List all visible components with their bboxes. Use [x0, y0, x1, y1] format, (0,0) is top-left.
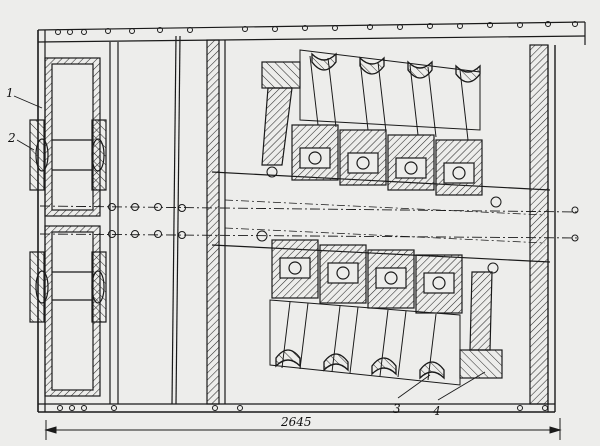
part-label-1: 1: [6, 86, 14, 100]
upper-rotor-arms: [299, 49, 481, 141]
lower-hanger: [459, 271, 503, 379]
top-rivets: [55, 21, 578, 35]
left-wheel-lower: [29, 225, 107, 397]
dimension-line: [44, 418, 562, 440]
part-label-4: 4: [433, 404, 441, 418]
left-wheel-upper: [29, 57, 107, 217]
part-label-2: 2: [8, 131, 16, 145]
lower-sockets: [275, 349, 445, 380]
overall-dimension-label: 2645: [281, 415, 312, 429]
bottom-rivets: [57, 405, 548, 411]
lower-bearing-row: [271, 239, 463, 314]
leader-lines: [13, 95, 486, 401]
outer-frame: [37, 21, 586, 413]
upper-bearing-row: [291, 124, 483, 196]
upper-sockets: [311, 52, 481, 83]
upper-hanger: [261, 61, 301, 166]
part-label-3: 3: [393, 402, 401, 416]
frame-members: [109, 35, 549, 405]
